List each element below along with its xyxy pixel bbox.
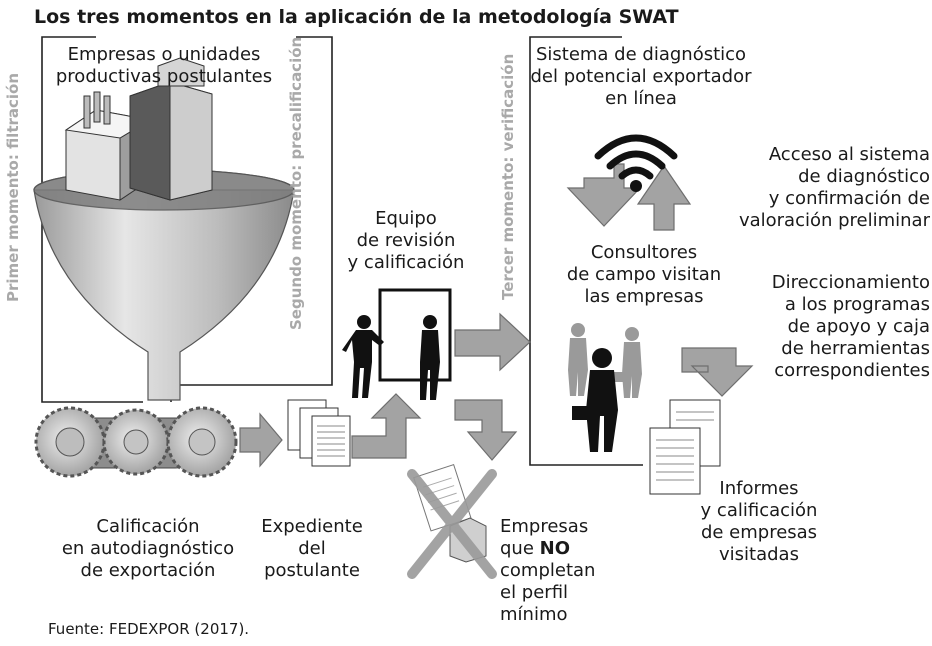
reject-label-line1: Empresas bbox=[500, 516, 589, 537]
arrow-wifi-up bbox=[636, 164, 692, 231]
reports-icon bbox=[649, 399, 721, 495]
source-note: Fuente: FEDEXPOR (2017). bbox=[48, 620, 250, 638]
consultants-label-line3: las empresas bbox=[584, 286, 704, 307]
reject-label-line4: el perfil bbox=[500, 582, 569, 603]
system-label-line2: del potencial exportador bbox=[530, 66, 752, 87]
reject-label: Empresas que NO completan el perfil míni… bbox=[500, 516, 596, 626]
arrow-team-to-consultants bbox=[454, 312, 531, 372]
reports-label: Informes y calificación de empresas visi… bbox=[694, 478, 824, 566]
third-phase-bracket bbox=[529, 36, 643, 466]
direct-label-line5: correspondientes bbox=[774, 360, 930, 381]
direct-label-line1: Direccionamiento bbox=[771, 272, 930, 293]
access-label-line1: Acceso al sistema bbox=[768, 144, 930, 165]
reject-label-line5: mínimo bbox=[500, 604, 568, 625]
gears-icon bbox=[34, 406, 238, 478]
arrow-direct-to-reports bbox=[681, 347, 754, 397]
team-label-line3: y calificación bbox=[347, 252, 465, 273]
reports-label-line3: de empresas bbox=[700, 522, 818, 543]
direct-label: Direccionamiento a los programas de apoy… bbox=[714, 272, 930, 382]
team-label: Equipo de revisión y calificación bbox=[346, 208, 466, 274]
dossier-label-line1: Expediente bbox=[261, 516, 363, 537]
access-label: Acceso al sistema de diagnóstico y confi… bbox=[700, 144, 930, 232]
direct-label-line4: de herramientas bbox=[781, 338, 930, 359]
reports-label-line4: visitadas bbox=[719, 544, 799, 565]
diagram-title: Los tres momentos en la aplicación de la… bbox=[34, 6, 679, 28]
companies-label: Empresas o unidades productivas postulan… bbox=[46, 44, 282, 88]
system-label-line3: en línea bbox=[605, 88, 677, 109]
direct-label-line3: de apoyo y caja bbox=[787, 316, 930, 337]
arrow-dossier-to-team bbox=[351, 393, 422, 459]
dossier-label: Expediente del postulante bbox=[248, 516, 376, 582]
arrow-team-to-reject bbox=[454, 399, 518, 461]
consultants-label-line2: de campo visitan bbox=[566, 264, 722, 285]
autodiag-label: Calificación en autodiagnóstico de expor… bbox=[48, 516, 248, 582]
team-label-line1: Equipo bbox=[375, 208, 437, 229]
companies-label-line1: Empresas o unidades bbox=[67, 44, 261, 65]
first-phase-label: Primer momento: filtración bbox=[4, 72, 22, 302]
team-label-line2: de revisión bbox=[356, 230, 456, 251]
flow-arrows bbox=[239, 163, 754, 468]
arrow-gears-to-dossier bbox=[239, 412, 283, 468]
reject-cross-icon bbox=[407, 464, 497, 579]
access-label-line2: de diagnóstico bbox=[798, 166, 930, 187]
access-label-line3: y confirmación de bbox=[768, 188, 930, 209]
documents-icon bbox=[287, 399, 351, 467]
reject-label-line2: que NO bbox=[500, 538, 590, 560]
funnel-icon bbox=[33, 169, 295, 401]
dossier-label-line2: del postulante bbox=[264, 538, 360, 581]
access-label-line4: valoración preliminar bbox=[738, 210, 930, 231]
autodiag-label-line1: Calificación bbox=[96, 516, 200, 537]
companies-label-line2: productivas postulantes bbox=[55, 66, 273, 87]
factory-icon bbox=[64, 57, 213, 201]
reject-label-line3: completan bbox=[500, 560, 596, 581]
second-phase-label: Segundo momento: precalificación bbox=[287, 36, 305, 330]
reject-label-prefix: que bbox=[500, 538, 540, 559]
system-label: Sistema de diagnóstico del potencial exp… bbox=[516, 44, 766, 110]
reports-label-line1: Informes bbox=[719, 478, 799, 499]
reject-label-no: NO bbox=[539, 538, 571, 559]
system-label-line1: Sistema de diagnóstico bbox=[535, 44, 747, 65]
autodiag-label-line3: de exportación bbox=[80, 560, 216, 581]
wifi-icon bbox=[594, 134, 678, 192]
people-icon bbox=[568, 323, 642, 452]
reports-label-line2: y calificación bbox=[700, 500, 818, 521]
presentation-icon bbox=[342, 288, 452, 400]
autodiag-label-line2: en autodiagnóstico bbox=[61, 538, 235, 559]
consultants-label: Consultores de campo visitan las empresa… bbox=[566, 242, 722, 308]
third-phase-label: Tercer momento: verificación bbox=[499, 53, 517, 300]
direct-label-line2: a los programas bbox=[784, 294, 930, 315]
consultants-label-line1: Consultores bbox=[590, 242, 698, 263]
